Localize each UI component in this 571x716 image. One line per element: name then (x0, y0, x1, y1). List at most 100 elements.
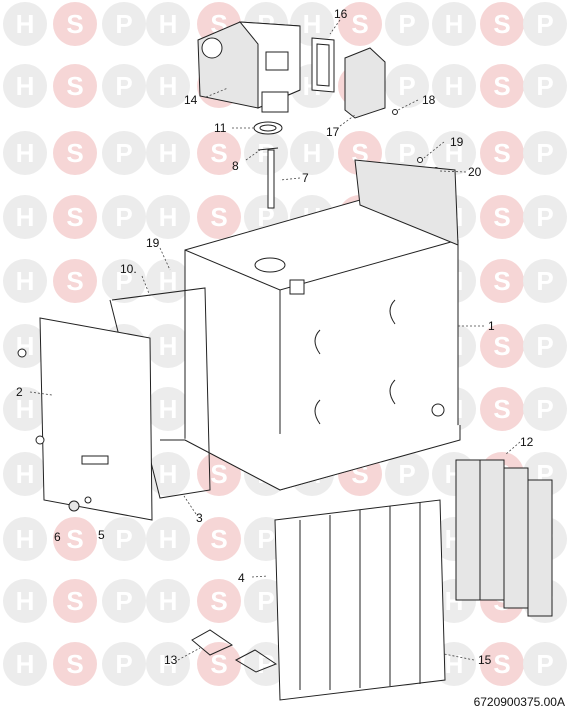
diagram-reference-number: 6720900375.00A (473, 695, 565, 709)
watermark-letter: H (445, 9, 464, 39)
watermark-letter: P (536, 266, 553, 296)
watermark-letter: P (536, 649, 553, 679)
watermark-circle (102, 64, 146, 108)
part-16-gasket-inner (316, 43, 330, 87)
watermark-letter: S (493, 202, 510, 232)
watermark-letter: S (210, 524, 227, 554)
watermark-circle (53, 195, 97, 239)
watermark-letter: P (536, 394, 553, 424)
watermark-circle (53, 259, 97, 303)
label-13: 13 (164, 653, 178, 667)
part-7-probe (267, 149, 275, 209)
watermark-circle (146, 195, 190, 239)
watermark-letter: S (66, 266, 83, 296)
watermark-circle (523, 642, 567, 686)
watermark-circle (3, 452, 47, 496)
label-19-left: 19 (146, 236, 160, 250)
part-19-screw-top (417, 157, 423, 163)
watermark-letter: H (159, 138, 178, 168)
watermark-letter: H (159, 459, 178, 489)
watermark-circle (146, 579, 190, 623)
watermark-letter: S (66, 524, 83, 554)
watermark-letter: H (16, 524, 35, 554)
watermark-circle (432, 2, 476, 46)
watermark-circle (146, 324, 190, 368)
watermark-circle (338, 2, 382, 46)
watermark-letter: P (257, 586, 274, 616)
watermark-letter: S (66, 9, 83, 39)
watermark-letter: H (159, 71, 178, 101)
watermark-circle (53, 517, 97, 561)
watermark-circle (523, 64, 567, 108)
label-8: 8 (232, 159, 239, 173)
watermark-circle (102, 2, 146, 46)
watermark-letter: H (445, 71, 464, 101)
watermark-circle (3, 387, 47, 431)
watermark-circle (3, 2, 47, 46)
watermark-circle (146, 64, 190, 108)
watermark-circle (146, 387, 190, 431)
watermark-circle (53, 642, 97, 686)
watermark-circle (3, 324, 47, 368)
watermark-letter: P (536, 138, 553, 168)
part-13-clip (234, 649, 278, 673)
watermark-letter: H (445, 649, 464, 679)
watermark-circle (102, 259, 146, 303)
watermark-letter: P (536, 202, 553, 232)
watermark-letter: H (16, 202, 35, 232)
watermark-letter: P (398, 138, 415, 168)
label-17: 17 (326, 125, 340, 139)
watermark-letter: S (493, 266, 510, 296)
watermark-circle (480, 2, 524, 46)
watermark-letter: H (16, 266, 35, 296)
watermark-circle (3, 517, 47, 561)
watermark-letter: P (115, 266, 132, 296)
watermark-letter: P (257, 202, 274, 232)
watermark-letter: P (115, 71, 132, 101)
watermark-letter: P (536, 331, 553, 361)
watermark-circle (3, 259, 47, 303)
part-12-insulation-blocks (455, 459, 553, 617)
watermark-circle (53, 64, 97, 108)
watermark-circle (385, 2, 429, 46)
part-18-screw (392, 109, 398, 115)
part-2-handle (81, 455, 109, 465)
watermark-letter: P (115, 649, 132, 679)
part-11-ring-inner (259, 124, 277, 132)
watermark-letter: S (493, 138, 510, 168)
part-5-washer (84, 496, 92, 504)
watermark-letter: P (257, 524, 274, 554)
part-2-front-plate (39, 317, 153, 521)
watermark-letter: H (303, 138, 322, 168)
watermark-letter: S (210, 138, 227, 168)
watermark-letter: S (66, 138, 83, 168)
watermark-circle (480, 64, 524, 108)
watermark-circle (3, 579, 47, 623)
watermark-letter: S (210, 586, 227, 616)
watermark-letter: H (16, 9, 35, 39)
part-1-heat-exchanger (160, 159, 461, 491)
watermark-letter: H (16, 71, 35, 101)
label-12: 12 (520, 435, 534, 449)
watermark-letter: P (257, 649, 274, 679)
part-14-burner (197, 21, 301, 113)
watermark-letter: H (159, 9, 178, 39)
watermark-circle (102, 131, 146, 175)
watermark-circle (102, 195, 146, 239)
watermark-circle (197, 579, 241, 623)
label-3: 3 (196, 511, 203, 525)
watermark-letter: S (493, 71, 510, 101)
watermark-letter: P (115, 586, 132, 616)
watermark-circle (3, 131, 47, 175)
part-6-nut (68, 500, 80, 512)
leader-lines (29, 19, 521, 661)
watermark-letter: H (445, 138, 464, 168)
label-18: 18 (422, 93, 436, 107)
watermark-letter: S (66, 586, 83, 616)
label-1: 1 (488, 319, 495, 333)
watermark-circle (3, 642, 47, 686)
watermark-circle (290, 2, 334, 46)
watermark-letter: S (66, 649, 83, 679)
watermark-letter: P (398, 459, 415, 489)
watermark-letter: S (66, 71, 83, 101)
